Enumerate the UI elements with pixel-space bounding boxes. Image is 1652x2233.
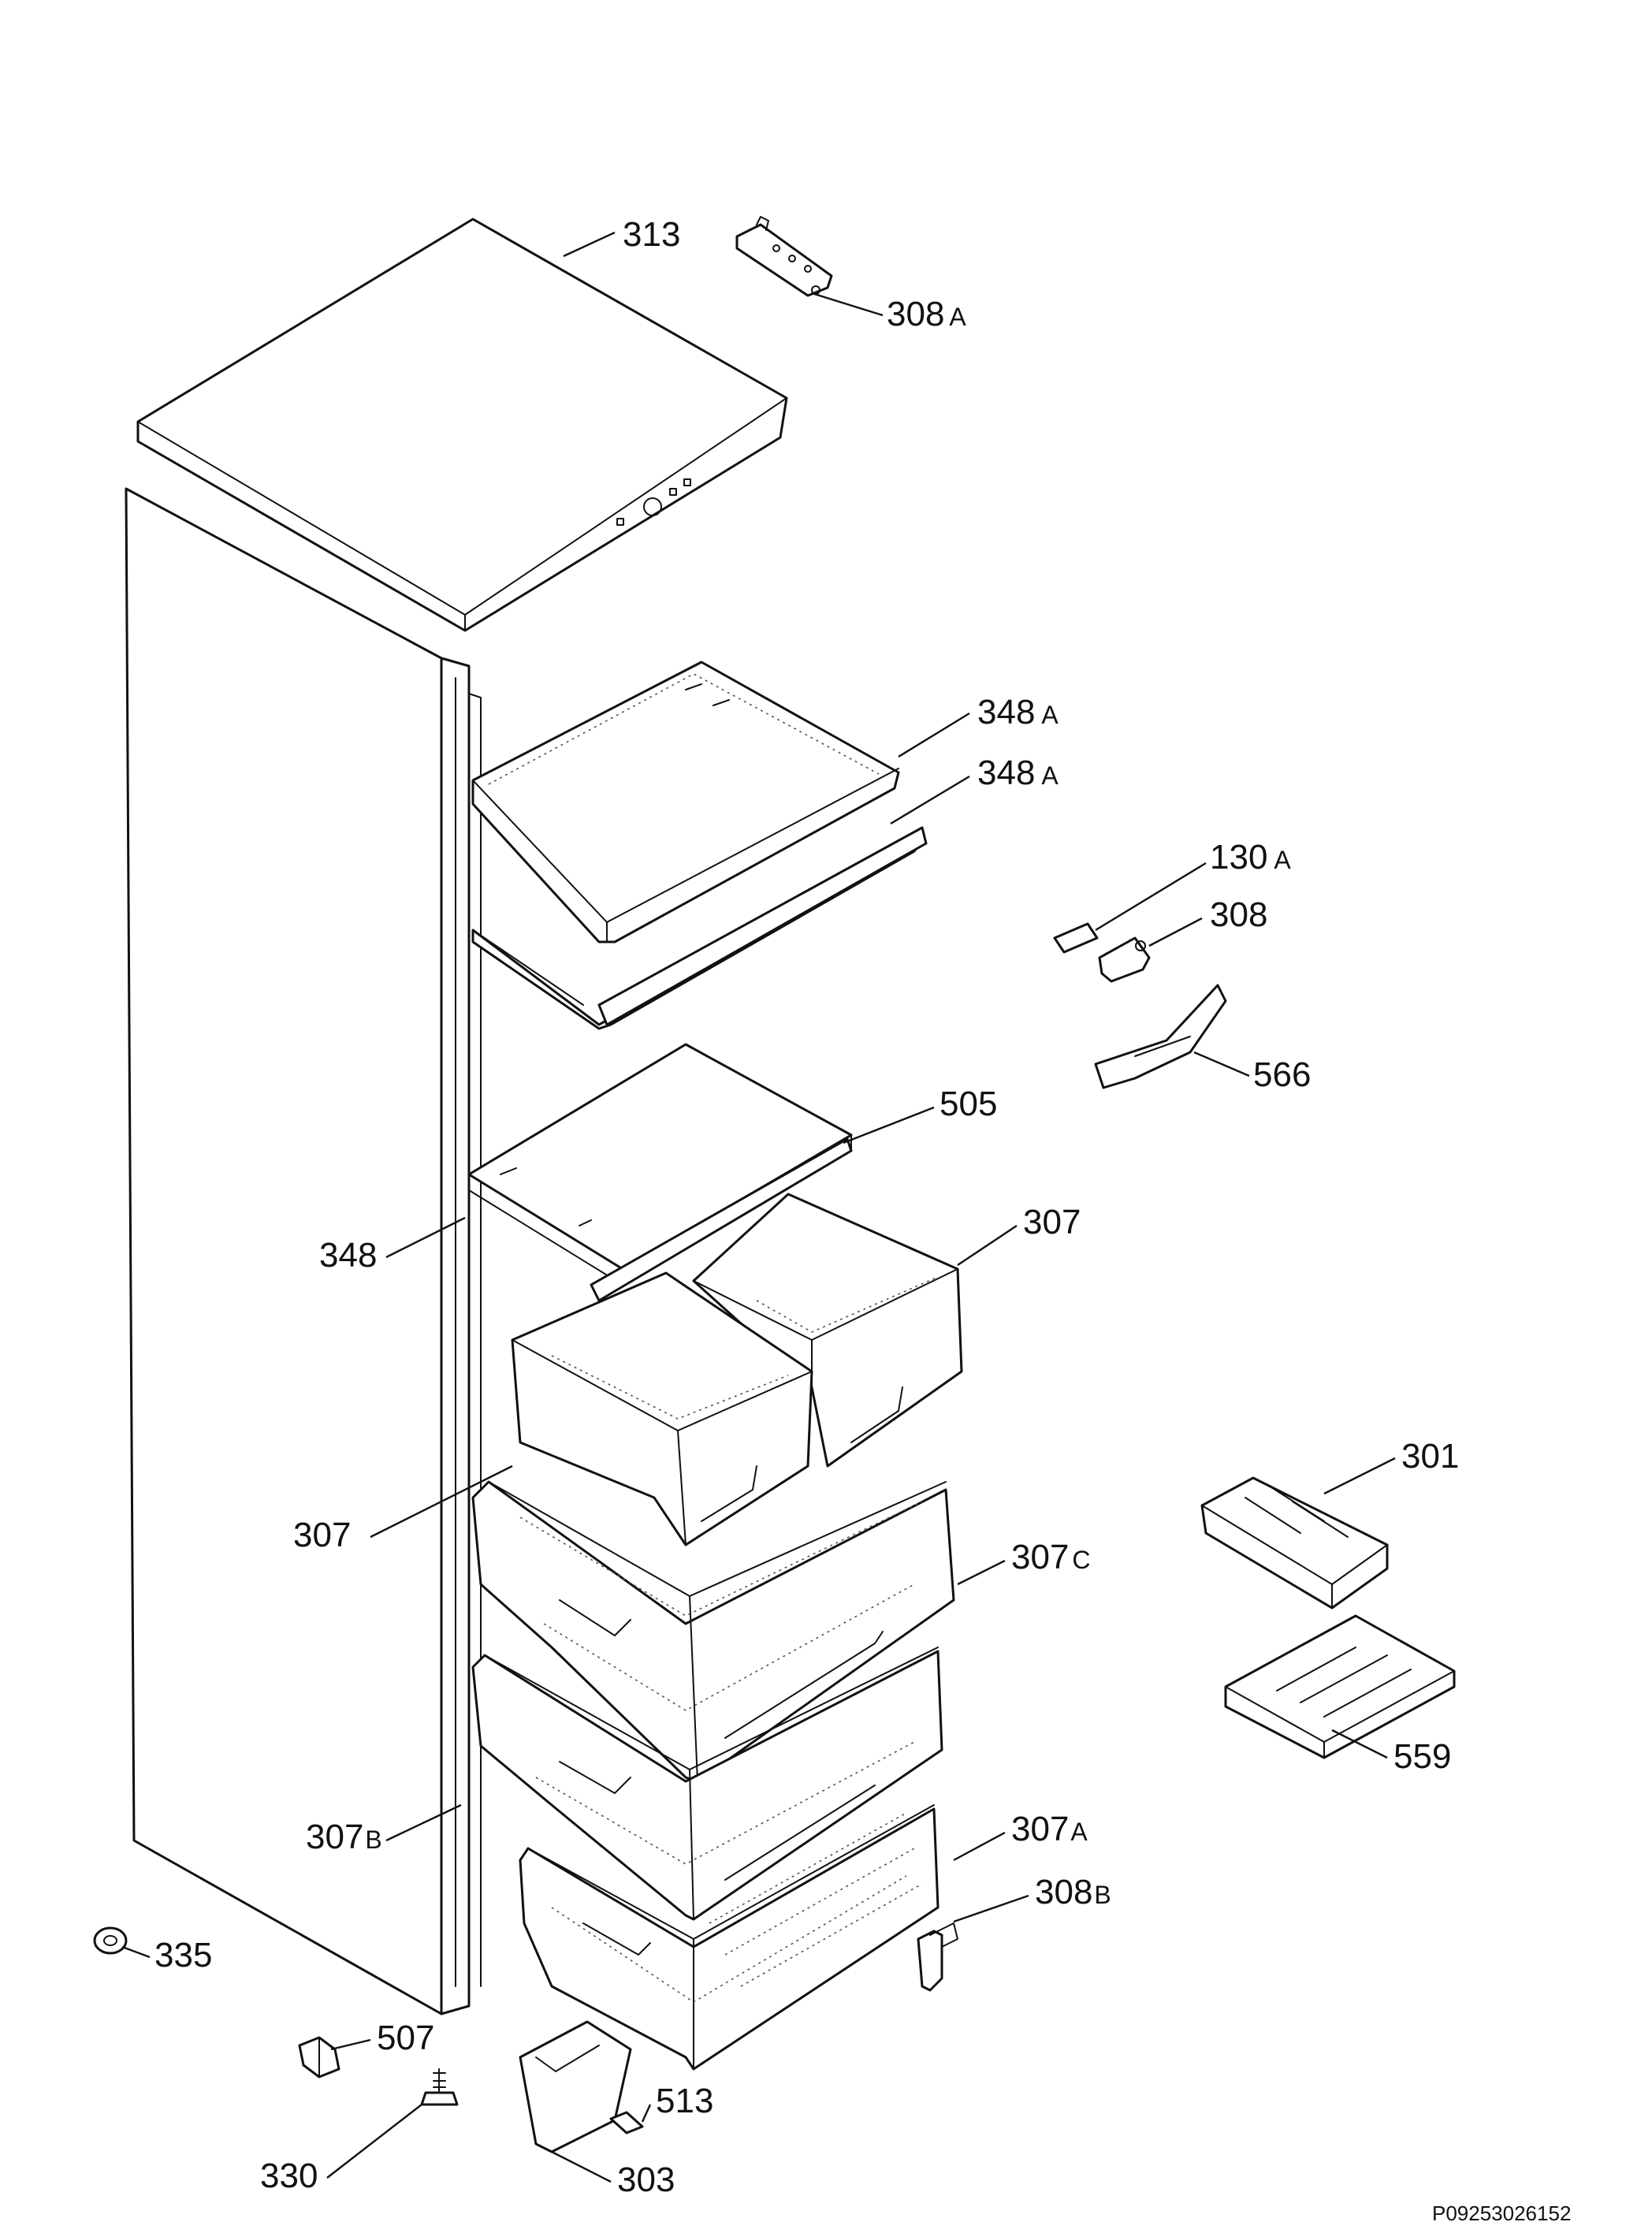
leader-566: [1193, 1051, 1250, 1077]
cabinet-body: [125, 487, 482, 2015]
leader-505: [843, 1106, 935, 1144]
leader-330: [326, 2104, 422, 2179]
leader-348: [385, 1216, 466, 1259]
large-drawer-307c: [471, 1480, 955, 1783]
cold-pack-559: [1224, 1614, 1456, 1759]
leader-301: [1323, 1457, 1396, 1495]
document-code: P09253026152: [1432, 2201, 1571, 2225]
callout-307b: 307B: [306, 1818, 382, 1856]
callout-307-right: 307: [1023, 1203, 1081, 1241]
leader-559: [1331, 1729, 1388, 1759]
caster-335: [93, 1926, 128, 1955]
leader-335: [121, 1945, 151, 1959]
small-drawer-307-right: [692, 1193, 963, 1468]
callout-313: 313: [623, 215, 680, 254]
leader-313: [563, 231, 616, 258]
leader-513: [641, 2104, 652, 2123]
shelf-frame-348a-lower: [471, 826, 928, 1030]
leader-348a-1: [898, 712, 970, 758]
small-drawer-307-left: [511, 1271, 813, 1546]
leader-130a: [1095, 862, 1207, 932]
top-cover-313: [136, 218, 788, 632]
leader-308: [1148, 917, 1203, 947]
callout-559: 559: [1393, 1737, 1451, 1776]
callout-301: 301: [1401, 1437, 1459, 1476]
callout-330: 330: [260, 2157, 318, 2195]
callout-335: 335: [154, 1936, 212, 1974]
leader-307a: [953, 1831, 1006, 1862]
leader-lines: [121, 231, 1396, 2183]
hinge-cover-130a: [1053, 922, 1099, 954]
large-drawer-307b: [471, 1647, 943, 1921]
leader-307-left: [370, 1464, 513, 1539]
hinge-308: [1098, 936, 1151, 983]
callout-308b: 308B: [1035, 1873, 1111, 1911]
leader-308a: [811, 292, 884, 317]
callout-303: 303: [617, 2160, 675, 2199]
callout-348: 348: [319, 1236, 377, 1275]
glass-shelf-348a-upper: [471, 661, 900, 943]
leader-308b: [953, 1894, 1029, 1923]
leader-307c: [957, 1559, 1006, 1586]
ice-cube-tray-301: [1200, 1476, 1389, 1610]
ice-scraper-566: [1094, 984, 1227, 1089]
leader-507: [330, 2038, 371, 2051]
leader-348a-2: [890, 775, 970, 825]
bracket-507: [298, 2036, 340, 2079]
callout-307a: 307A: [1011, 1810, 1088, 1848]
top-hinge-308a: [735, 216, 833, 297]
callout-505: 505: [939, 1085, 997, 1123]
callout-507: 507: [377, 2019, 434, 2057]
leader-307-right: [957, 1225, 1018, 1266]
callout-513: 513: [656, 2082, 713, 2120]
clip-513: [609, 2111, 644, 2134]
callout-308: 308: [1210, 895, 1267, 934]
bottom-hinge-308b: [917, 1922, 958, 1992]
bottom-drawer-307a: [519, 1804, 939, 2071]
kickplate-303: [519, 2020, 632, 2153]
adjustable-foot-330: [420, 2068, 459, 2106]
callout-307-left: 307: [293, 1516, 351, 1554]
callout-566: 566: [1253, 1055, 1311, 1094]
leader-307b: [385, 1803, 462, 1842]
leader-303: [551, 2150, 612, 2183]
shelf-trim-505: [590, 1137, 853, 1302]
